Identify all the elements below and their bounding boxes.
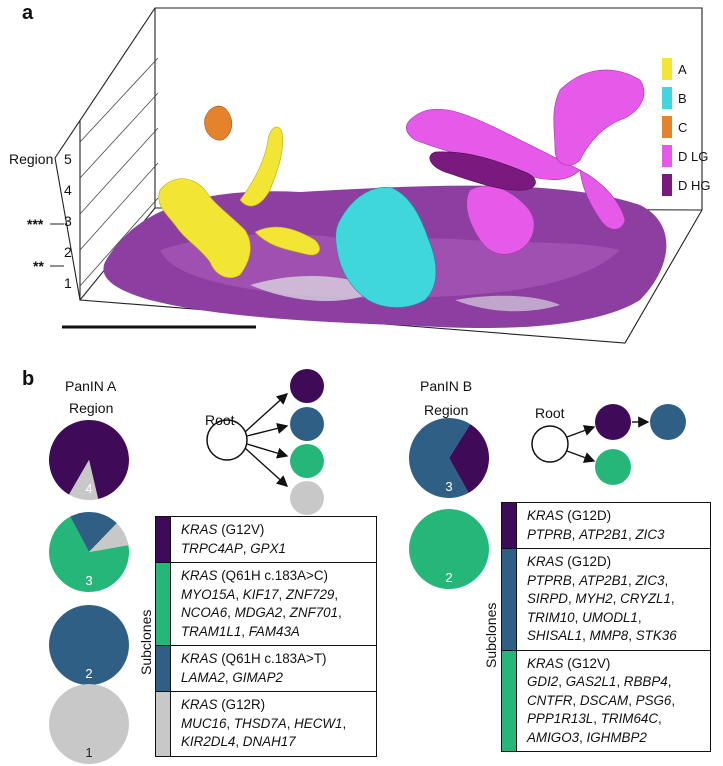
pie-region-label: 3 [445,479,452,494]
mutation-line: NCOA6, MDGA2, ZNF701, [181,604,368,623]
mutation-line: KRAS (G12V) [181,521,368,540]
subclone-row: KRAS (Q61H c.183A>C)MYO15A, KIF17, ZNF72… [156,563,377,646]
tree-a-node-purple [290,369,324,403]
mutation-line: PTPRB, ATP2B1, ZIC3, [527,572,702,591]
mutation-line: TRPC4AP, GPX1 [181,540,368,559]
root-node-b [532,426,568,462]
phylo-tree-a [195,368,335,518]
mutation-line: MYO15A, KIF17, ZNF729, [181,586,368,605]
mutation-line: MUC16, THSD7A, HECW1, [181,715,368,734]
pie-region-3: 3 [409,418,489,498]
subclone-row: KRAS (G12V)GDI2, GAS2L1, RBBP4,CNTFR, DS… [502,650,711,752]
subclone-row: KRAS (Q61H c.183A>T)LAMA2, GIMAP2 [156,646,377,692]
mutation-line: TRAM1L1, FAM43A [181,623,368,642]
subclone-color-bar [502,650,517,752]
pie-region-label: 1 [85,745,92,760]
subclone-color-bar [502,503,517,549]
subclone-color-bar [156,692,171,757]
mutation-line: KRAS (Q61H c.183A>C) [181,567,368,586]
mutation-line: AMIGO3, IGHMBP2 [527,729,702,748]
subclone-mutations: KRAS (G12V)GDI2, GAS2L1, RBBP4,CNTFR, DS… [517,650,711,752]
subclone-row: KRAS (G12R)MUC16, THSD7A, HECW1,KIR2DL4,… [156,692,377,757]
subclone-color-bar [502,549,517,651]
subclone-row: KRAS (G12D)PTPRB, ATP2B1, ZIC3,SIRPD, MY… [502,549,711,651]
subclone-color-bar [156,517,171,563]
subclone-mutations: KRAS (Q61H c.183A>C)MYO15A, KIF17, ZNF72… [171,563,377,646]
root-label-a: Root [205,412,235,428]
root-label-b: Root [535,405,565,421]
pie-region-label: 4 [85,481,92,496]
subclone-mutations: KRAS (Q61H c.183A>T)LAMA2, GIMAP2 [171,646,377,692]
pie-region-1: 1 [49,684,129,764]
mutation-line: CNTFR, DSCAM, PSG6, [527,692,702,711]
pie-region-4: 4 [49,420,129,500]
mutation-line: PTPRB, ATP2B1, ZIC3 [527,526,702,545]
pie-region-label: 3 [85,573,92,588]
mutation-line: KIR2DL4, DNAH17 [181,733,368,752]
mutation-line: GDI2, GAS2L1, RBBP4, [527,673,702,692]
subclones-label-b: Subclones [483,603,499,668]
subclone-mutations: KRAS (G12V)TRPC4AP, GPX1 [171,517,377,563]
subclone-mutations: KRAS (G12R)MUC16, THSD7A, HECW1,KIR2DL4,… [171,692,377,757]
tree-a-node-blue [290,407,324,441]
mutation-line: LAMA2, GIMAP2 [181,669,368,688]
mutation-line: KRAS (Q61H c.183A>T) [181,650,368,669]
tree-b-node-blue [650,404,686,440]
mutation-line: KRAS (G12R) [181,696,368,715]
subclone-row: KRAS (G12D)PTPRB, ATP2B1, ZIC3 [502,503,711,549]
pie-region-2: 2 [49,605,129,685]
mutation-line: KRAS (G12D) [527,553,702,572]
mutation-line: KRAS (G12D) [527,507,702,526]
tree-a-node-grey [290,481,324,515]
mutation-line: PPP1R13L, TRIM64C, [527,710,702,729]
tree-b-node-green [595,449,631,485]
subclone-row: KRAS (G12V)TRPC4AP, GPX1 [156,517,377,563]
pie-region-3: 3 [49,512,129,592]
subclone-color-bar [156,563,171,646]
subclone-mutations: KRAS (G12D)PTPRB, ATP2B1, ZIC3 [517,503,711,549]
subclone-color-bar [156,646,171,692]
subclones-label-a: Subclones [138,610,154,675]
mutation-line: SIRPD, MYH2, CRYZL1, [527,590,702,609]
tree-b-node-purple [595,404,631,440]
mutation-line: SHISAL1, MMP8, STK36 [527,627,702,646]
tree-a-node-green [290,444,324,478]
subclone-mutations: KRAS (G12D)PTPRB, ATP2B1, ZIC3,SIRPD, MY… [517,549,711,651]
pie-region-label: 2 [445,570,452,585]
pie-region-label: 2 [85,666,92,681]
mutation-line: TRIM10, UMODL1, [527,609,702,628]
mutation-line: KRAS (G12V) [527,655,702,674]
pie-region-2: 2 [409,509,489,589]
